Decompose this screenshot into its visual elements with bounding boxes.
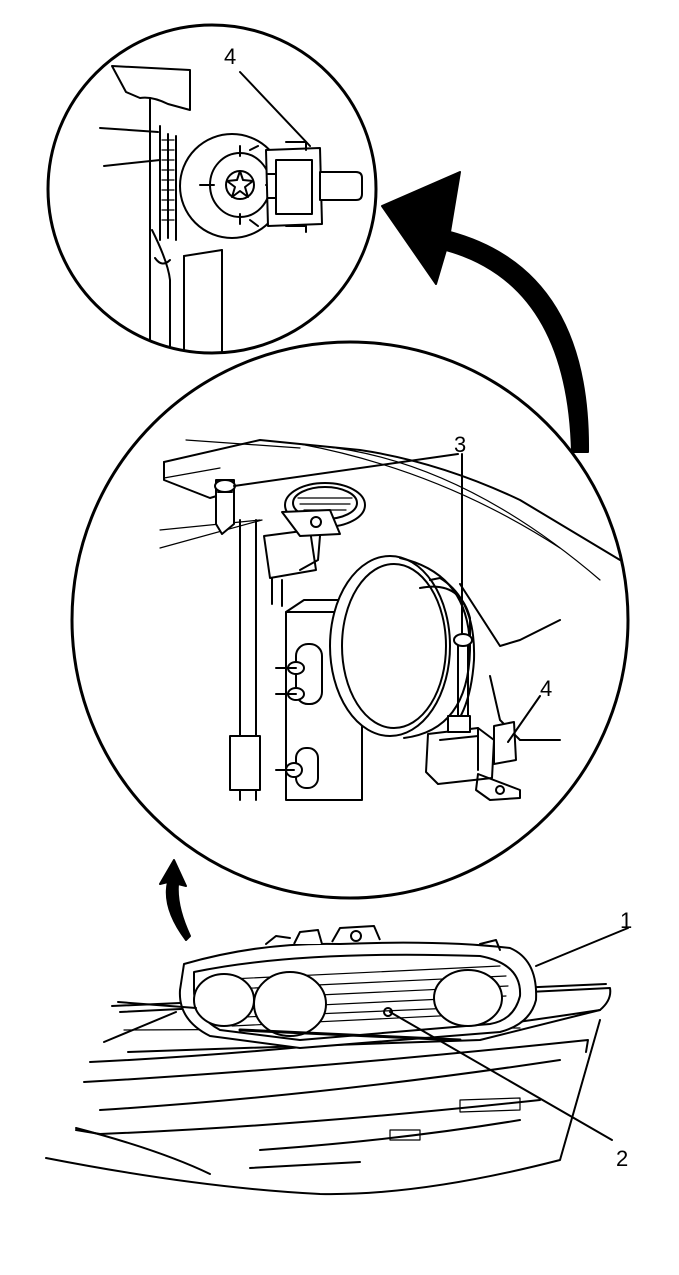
callout-2: 2 xyxy=(616,1146,628,1171)
headlamp-assembly-view: 1 2 xyxy=(45,908,632,1196)
callout-1: 1 xyxy=(620,908,632,933)
curved-arrow-small xyxy=(159,859,191,941)
detail-circle-middle xyxy=(70,340,630,900)
callout-4-detail: 4 xyxy=(224,44,236,69)
leader-1 xyxy=(535,927,629,967)
leader-2 xyxy=(389,1011,613,1141)
leader-4-main xyxy=(507,695,541,743)
callout-4-main: 4 xyxy=(540,676,552,701)
detail-view-mounting: 3 4 xyxy=(70,340,630,900)
curved-arrow-large xyxy=(381,171,590,453)
detail-circle-top xyxy=(46,23,378,355)
bracket-upper xyxy=(111,65,191,111)
leader-4-detail xyxy=(239,71,311,147)
detail-view-adjuster: 4 xyxy=(46,23,378,355)
callout-3: 3 xyxy=(454,432,466,457)
leader-3-a xyxy=(233,453,459,487)
